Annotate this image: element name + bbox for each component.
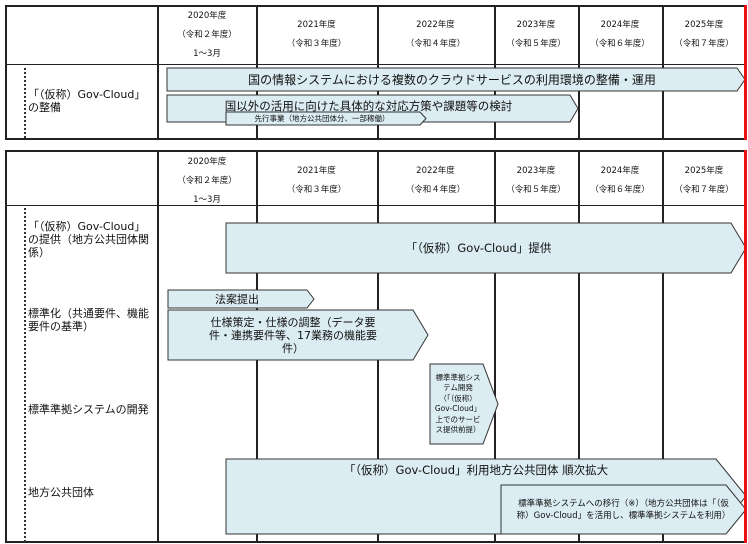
- arrow-migration: 標準準拠システムへの移行（※）（地方公共団体は「（仮称）Gov-Cloud」を活…: [500, 484, 747, 535]
- row-label-local-governments: 地方公共団体: [28, 486, 94, 499]
- year-header: 2022年度 （令和４年度）: [377, 16, 494, 54]
- arrow-bill-submission: 法案提出: [167, 289, 315, 309]
- arrow-spec-adjustment: 仕様策定・仕様の調整（データ要件・連携要件等、17業務の機能要件）: [167, 309, 429, 361]
- row-label: 「（仮称）Gov-Cloud」の整備: [28, 88, 146, 114]
- arrow-standard-system-development: 標準準拠システム開発（「（仮称）Gov-Cloud」上でのサービス提供前提）: [429, 363, 499, 445]
- dotted-guide: [24, 68, 26, 138]
- year-header: 2024年度 （令和６年度）: [578, 162, 662, 200]
- divider: [5, 205, 747, 206]
- arrow-label: 「（仮称）Gov-Cloud」提供: [405, 241, 552, 255]
- era: （令和６年度）: [590, 39, 650, 49]
- era: （令和５年度）: [506, 39, 566, 49]
- arrow-gov-cloud-provision: 「（仮称）Gov-Cloud」提供: [225, 222, 747, 274]
- year: 2020年度: [187, 11, 227, 21]
- year-header: 2023年度 （令和５年度）: [494, 162, 578, 200]
- dotted-guide: [24, 208, 26, 542]
- red-marker-line: [744, 150, 747, 543]
- divider: [578, 150, 580, 543]
- year-header: 2021年度 （令和３年度）: [256, 16, 377, 54]
- year: 2020年度: [187, 157, 227, 167]
- year-header: 2020年度 （令和２年度） 1～3月: [158, 7, 256, 64]
- divider: [662, 150, 664, 543]
- period-note: 1～3月: [193, 195, 221, 205]
- row-label-gov-cloud-provision: 「（仮称）Gov-Cloud」の提供（地方公共団体関係）: [28, 220, 149, 259]
- arrow-label: 法案提出: [215, 293, 259, 306]
- year: 2023年度: [516, 20, 556, 30]
- arrow-label: 国以外の活用に向けた具体的な対応方策や課題等の検討: [224, 99, 513, 113]
- arrow-pilot-project: 先行事業（地方公共団体分、一部稼働）: [225, 111, 427, 126]
- year: 2022年度: [416, 166, 455, 176]
- era: （令和５年度）: [506, 185, 566, 195]
- arrow-label: 仕様策定・仕様の調整（データ要件・連携要件等、17業務の機能要件）: [209, 315, 377, 355]
- row-label-system-development: 標準準拠システムの開発: [28, 403, 149, 416]
- arrow-label: 先行事業（地方公共団体分、一部稼働）: [254, 114, 390, 123]
- year-header: 2020年度 （令和２年度） 1～3月: [158, 153, 256, 210]
- arrow-cloud-environment: 国の情報システムにおける複数のクラウドサービスの利用環境の整備・運用: [166, 67, 746, 92]
- year-header: 2022年度 （令和４年度）: [377, 162, 494, 200]
- arrow-label: 標準準拠システム開発（「（仮称）Gov-Cloud」上でのサービス提供前提）: [434, 372, 482, 435]
- divider: [157, 5, 159, 140]
- arrow-label: 標準準拠システムへの移行（※）（地方公共団体は「（仮称）Gov-Cloud」を活…: [516, 498, 731, 521]
- year-header: 2023年度 （令和５年度）: [494, 16, 578, 54]
- era: （令和２年度）: [177, 30, 237, 40]
- year-header: 2025年度 （令和７年度）: [662, 162, 746, 200]
- year-header: 2021年度 （令和３年度）: [256, 162, 377, 200]
- era: （令和７年度）: [674, 185, 734, 195]
- year: 2023年度: [516, 166, 556, 176]
- red-marker-line: [744, 5, 747, 140]
- year: 2024年度: [600, 166, 640, 176]
- row-label-standardization: 標準化（共通要件、機能要件の基準）: [28, 307, 149, 333]
- era: （令和３年度）: [286, 39, 347, 49]
- year-header: 2024年度 （令和６年度）: [578, 16, 662, 54]
- period-note: 1～3月: [193, 49, 221, 59]
- era: （令和３年度）: [286, 185, 347, 195]
- year-header: 2025年度 （令和７年度）: [662, 16, 746, 54]
- era: （令和４年度）: [405, 185, 466, 195]
- divider: [157, 150, 159, 543]
- divider: [5, 64, 747, 65]
- era: （令和２年度）: [177, 176, 237, 186]
- arrow-label: 国の情報システムにおける複数のクラウドサービスの利用環境の整備・運用: [248, 73, 656, 87]
- divider: [494, 150, 496, 543]
- year: 2021年度: [297, 166, 336, 176]
- era: （令和４年度）: [405, 39, 466, 49]
- era: （令和６年度）: [590, 185, 650, 195]
- year: 2021年度: [297, 20, 336, 30]
- arrow-label: 「（仮称）Gov-Cloud」利用地方公共団体 順次拡大: [343, 463, 609, 477]
- year: 2025年度: [684, 166, 724, 176]
- year: 2022年度: [416, 20, 455, 30]
- era: （令和７年度）: [674, 39, 734, 49]
- year: 2024年度: [600, 20, 640, 30]
- year: 2025年度: [684, 20, 724, 30]
